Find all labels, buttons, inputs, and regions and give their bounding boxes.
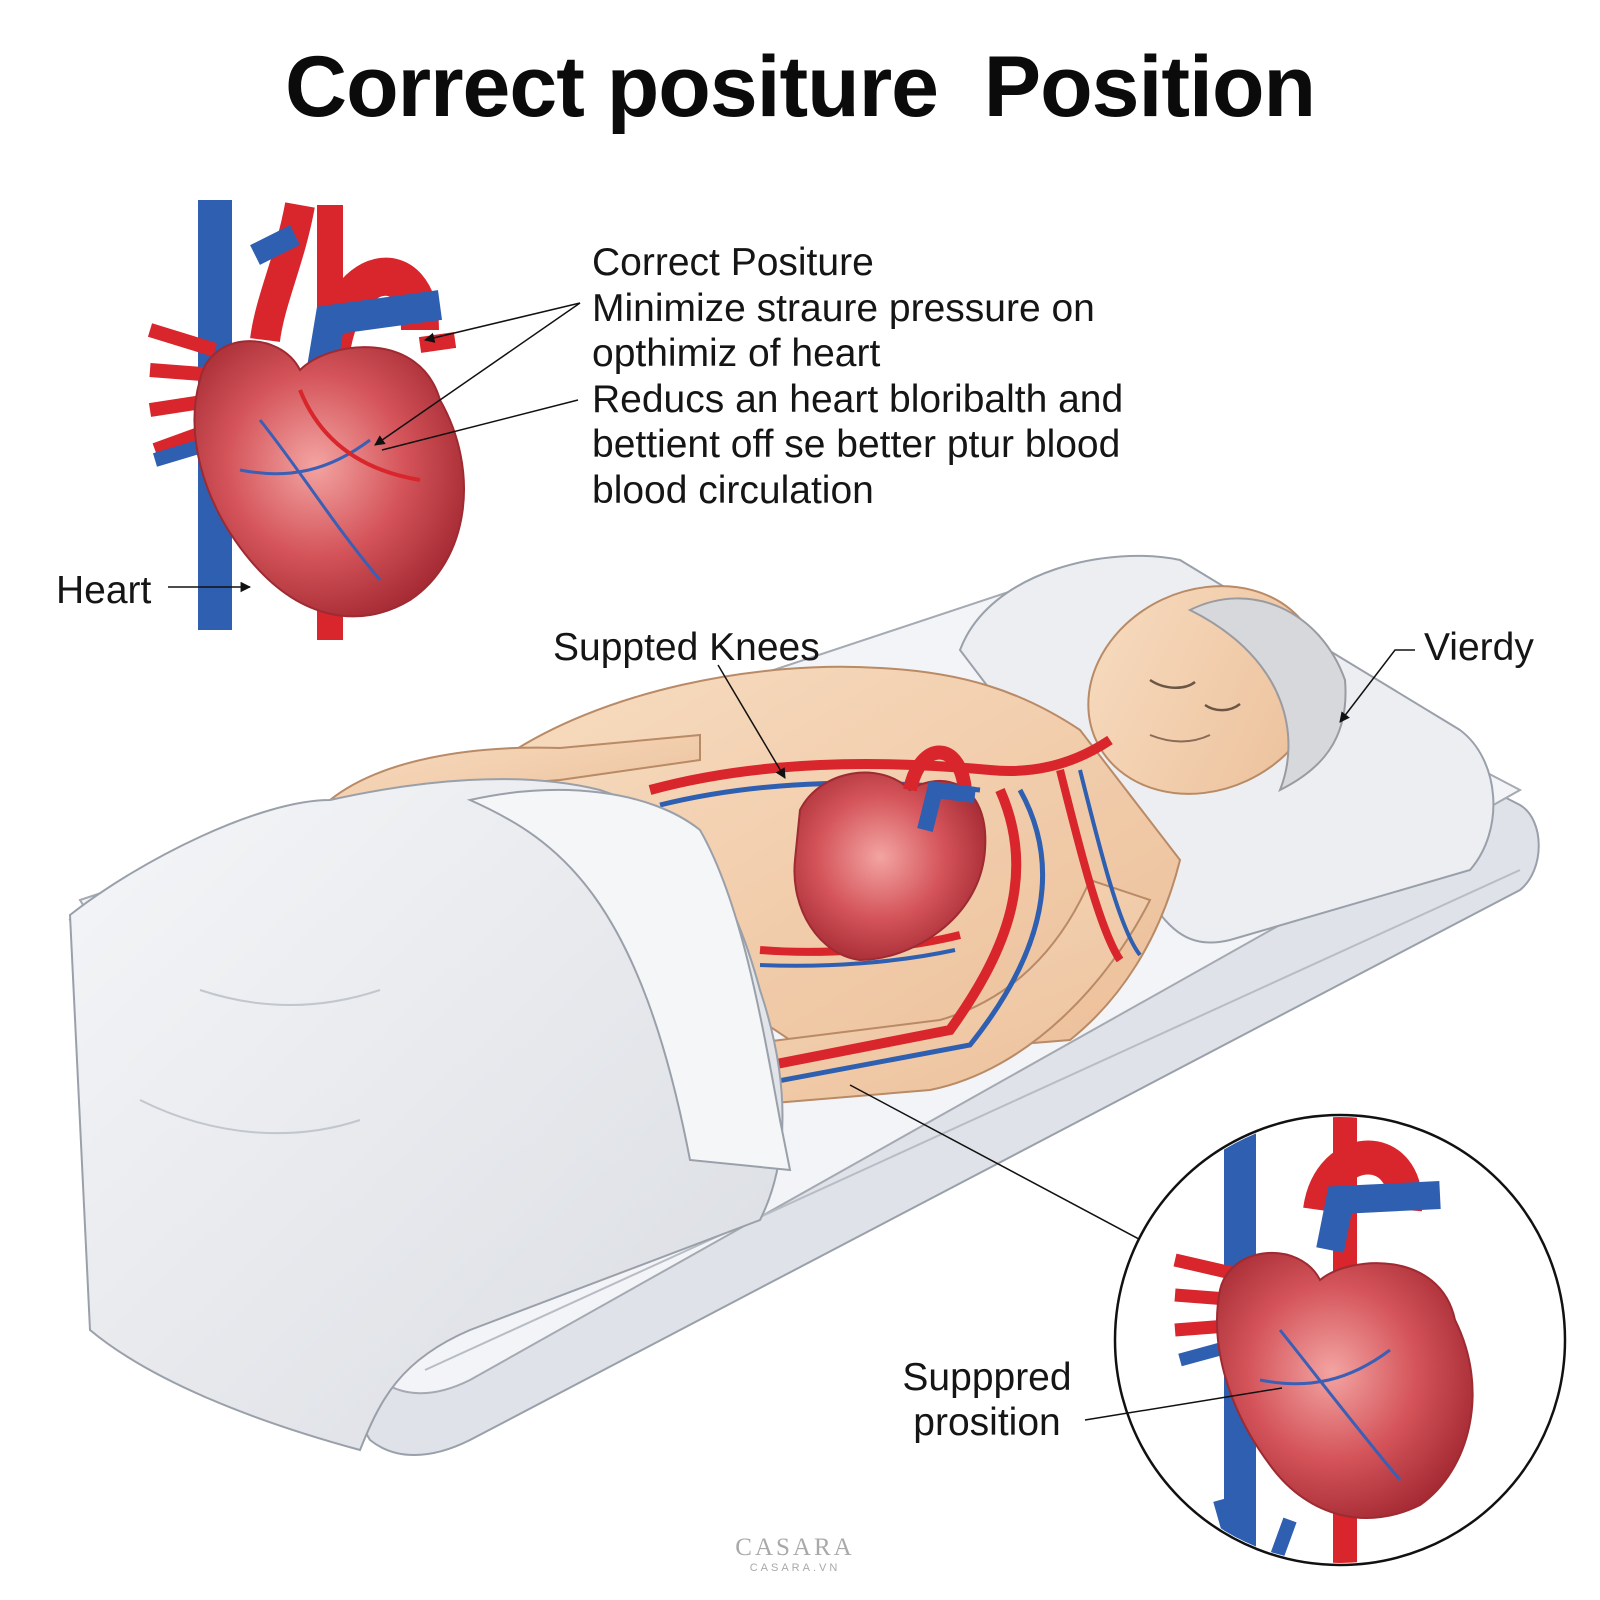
watermark-url: CASARA.VN <box>749 1562 841 1574</box>
callout-line: bettient off se better ptur blood <box>592 423 1121 466</box>
callout-line: opthimiz of heart <box>592 332 881 375</box>
inset-heart-zoom <box>1113 1113 1567 1567</box>
callout-line: blood circulation <box>592 468 874 512</box>
sheet <box>68 778 784 1452</box>
leader-line <box>1339 649 1415 723</box>
heart-diagram-top <box>147 200 465 640</box>
watermark: CASARA CASARA.VN <box>730 1534 860 1574</box>
leader-line <box>423 302 581 343</box>
callout-line: Minimize straure pressure on <box>592 286 1095 330</box>
inset-label-line: Supppred <box>902 1356 1072 1399</box>
inset-label: Supppred prosition <box>892 1355 1082 1445</box>
inset-label-line: prosition <box>913 1401 1061 1444</box>
leader-line <box>374 302 581 446</box>
posture-callout: Correct Positure Minimize straure pressu… <box>592 240 1123 513</box>
callout-line: Correct Positure <box>592 241 874 284</box>
knees-label: Suppted Knees <box>553 626 820 669</box>
leader-line <box>381 399 579 451</box>
vierdy-label: Vierdy <box>1424 626 1534 669</box>
leader-line <box>849 1084 1183 1263</box>
leader-line <box>1084 1387 1283 1421</box>
leader-line <box>717 664 786 779</box>
sheet-fold <box>466 789 792 1172</box>
callout-line: Reducs an heart bloribalth and <box>592 377 1124 421</box>
heart-label: Heart <box>56 569 152 612</box>
page-title: Correct positure Position <box>284 39 1316 135</box>
watermark-brand: CASARA <box>735 1534 855 1561</box>
